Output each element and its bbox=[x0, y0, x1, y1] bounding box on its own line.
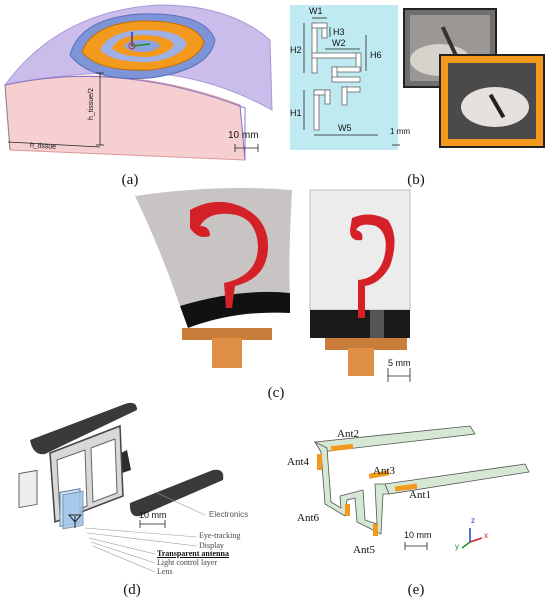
caption-d: (d) bbox=[123, 582, 141, 598]
axis-z-label: z bbox=[471, 516, 475, 525]
dim-w1: W1 bbox=[309, 6, 323, 16]
panel-d-scale-label: 10 mm bbox=[139, 510, 167, 520]
dim-w5: W5 bbox=[338, 123, 352, 133]
panel-e-figure: Ant2 Ant4 Ant3 Ant1 Ant6 Ant5 10 mm x z … bbox=[285, 412, 545, 562]
h-tissue-half-label: h_tissue/2 bbox=[88, 88, 95, 120]
label-ant3: Ant3 bbox=[373, 465, 395, 477]
label-eye-tracking: Eye-tracking bbox=[199, 531, 241, 540]
axis-y-label: y bbox=[455, 542, 459, 551]
panel-c-scale-label: 5 mm bbox=[388, 358, 411, 368]
panel-b-illustration bbox=[290, 5, 545, 150]
caption-c: (c) bbox=[267, 385, 285, 401]
label-ant1: Ant1 bbox=[409, 489, 431, 501]
dim-h3: H3 bbox=[333, 27, 345, 37]
caption-a: (a) bbox=[121, 172, 139, 188]
panel-a-scale-label: 10 mm bbox=[228, 130, 259, 141]
label-ant4: Ant4 bbox=[287, 456, 309, 468]
panel-e-illustration bbox=[313, 425, 530, 550]
label-light-control-layer: Light control layer bbox=[157, 558, 217, 567]
label-ant5: Ant5 bbox=[353, 544, 375, 556]
dim-w2: W2 bbox=[332, 38, 346, 48]
panel-c-illustration bbox=[135, 188, 411, 382]
label-ant6: Ant6 bbox=[297, 512, 319, 524]
panel-c-figure: 5 mm bbox=[120, 188, 430, 383]
label-transparent-antenna: Transparent antenna bbox=[157, 549, 229, 558]
panel-a-figure: h_tissue h_tissue/2 10 mm bbox=[0, 0, 275, 165]
label-electronics: Electronics bbox=[209, 510, 249, 519]
panel-b-figure: W1 H3 H2 W2 H6 H1 W5 1 mm bbox=[290, 5, 545, 155]
axis-x-label: x bbox=[484, 531, 488, 540]
caption-e: (e) bbox=[407, 582, 425, 598]
dim-h6: H6 bbox=[370, 50, 382, 60]
label-display: Display bbox=[199, 541, 224, 550]
label-ant2: Ant2 bbox=[337, 428, 359, 440]
dim-h1: H1 bbox=[290, 108, 302, 118]
panel-a-illustration bbox=[3, 4, 273, 161]
panel-e-scale-label: 10 mm bbox=[404, 530, 432, 540]
panel-d-figure: 10 mm Electronics Eye-tracking Display T… bbox=[5, 398, 275, 583]
label-lens: Lens bbox=[157, 567, 173, 576]
panel-b-scale-label: 1 mm bbox=[390, 127, 410, 136]
caption-b: (b) bbox=[407, 172, 425, 188]
panel-d-illustration bbox=[18, 402, 224, 573]
dim-h2: H2 bbox=[290, 45, 302, 55]
